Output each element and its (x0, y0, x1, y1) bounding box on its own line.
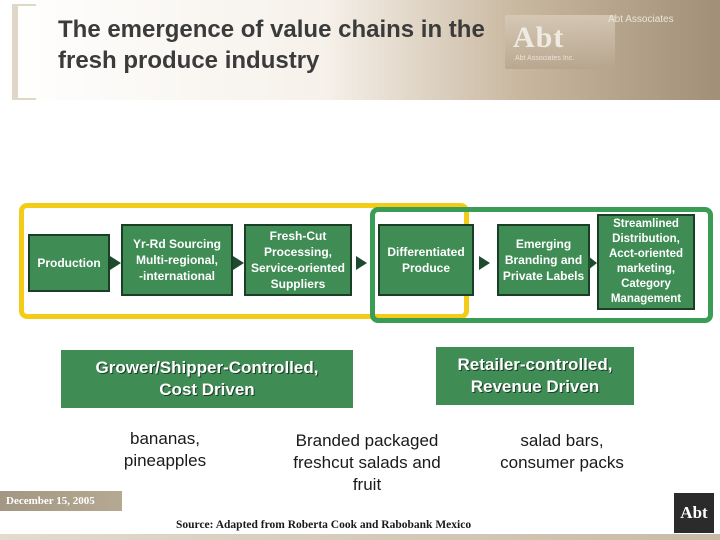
flow-box-fresh-cut: Fresh-Cut Processing, Service-oriented S… (244, 224, 352, 296)
flow-box-branding: Emerging Branding and Private Labels (497, 224, 590, 296)
flow-box-sourcing: Yr-Rd Sourcing Multi-regional, -internat… (121, 224, 233, 296)
abt-logo-watermark: Abt Abt Associates Inc. (505, 15, 615, 69)
flow-box-distribution: Streamlined Distribution, Acct-oriented … (597, 214, 695, 310)
header-band: Abt Abt Associates Inc. Abt Associates T… (0, 0, 720, 100)
flow-box-differentiated: Differentiated Produce (378, 224, 474, 296)
example-branded: Branded packaged freshcut salads and fru… (276, 430, 458, 496)
header-decoration (12, 4, 36, 100)
flow-box-production: Production (28, 234, 110, 292)
category-label: Retailer-controlled, Revenue Driven (457, 355, 613, 396)
example-text: Branded packaged freshcut salads and fru… (293, 431, 441, 494)
abt-logo: Abt (674, 493, 714, 533)
category-label: Grower/Shipper-Controlled, Cost Driven (95, 358, 319, 399)
logo-subtext: Abt Associates Inc. (515, 55, 575, 62)
logo-wordmark: Abt (513, 21, 565, 54)
flow-box-label: Differentiated Produce (387, 245, 465, 275)
example-bananas: bananas, pineapples (104, 428, 226, 472)
example-text: bananas, pineapples (123, 429, 207, 470)
arrow-right-icon (479, 256, 490, 270)
arrow-right-icon (588, 256, 597, 270)
category-grower-controlled: Grower/Shipper-Controlled, Cost Driven (61, 350, 353, 408)
flow-box-label: Production (37, 256, 101, 270)
footer-source: Source: Adapted from Roberta Cook and Ra… (176, 519, 472, 531)
retailer-controlled-outline (370, 207, 713, 323)
arrow-right-icon (110, 256, 121, 270)
flow-box-label: Streamlined Distribution, Acct-oriented … (608, 218, 684, 305)
slide-title: The emergence of value chains in the fre… (58, 16, 485, 74)
arrow-right-icon (356, 256, 367, 270)
footer-date: December 15, 2005 (0, 491, 122, 511)
arrow-right-icon (233, 256, 244, 270)
example-text: salad bars, consumer packs (500, 431, 624, 472)
footer-bar (0, 534, 720, 540)
category-retailer-controlled: Retailer-controlled, Revenue Driven (436, 347, 634, 405)
flow-box-label: Emerging Branding and Private Labels (502, 237, 585, 283)
flow-box-label: Fresh-Cut Processing, Service-oriented S… (250, 229, 346, 291)
example-salad-bars: salad bars, consumer packs (484, 430, 640, 474)
header-corner-text: Abt Associates (608, 14, 674, 25)
flow-box-label: Yr-Rd Sourcing Multi-regional, -internat… (132, 237, 221, 283)
